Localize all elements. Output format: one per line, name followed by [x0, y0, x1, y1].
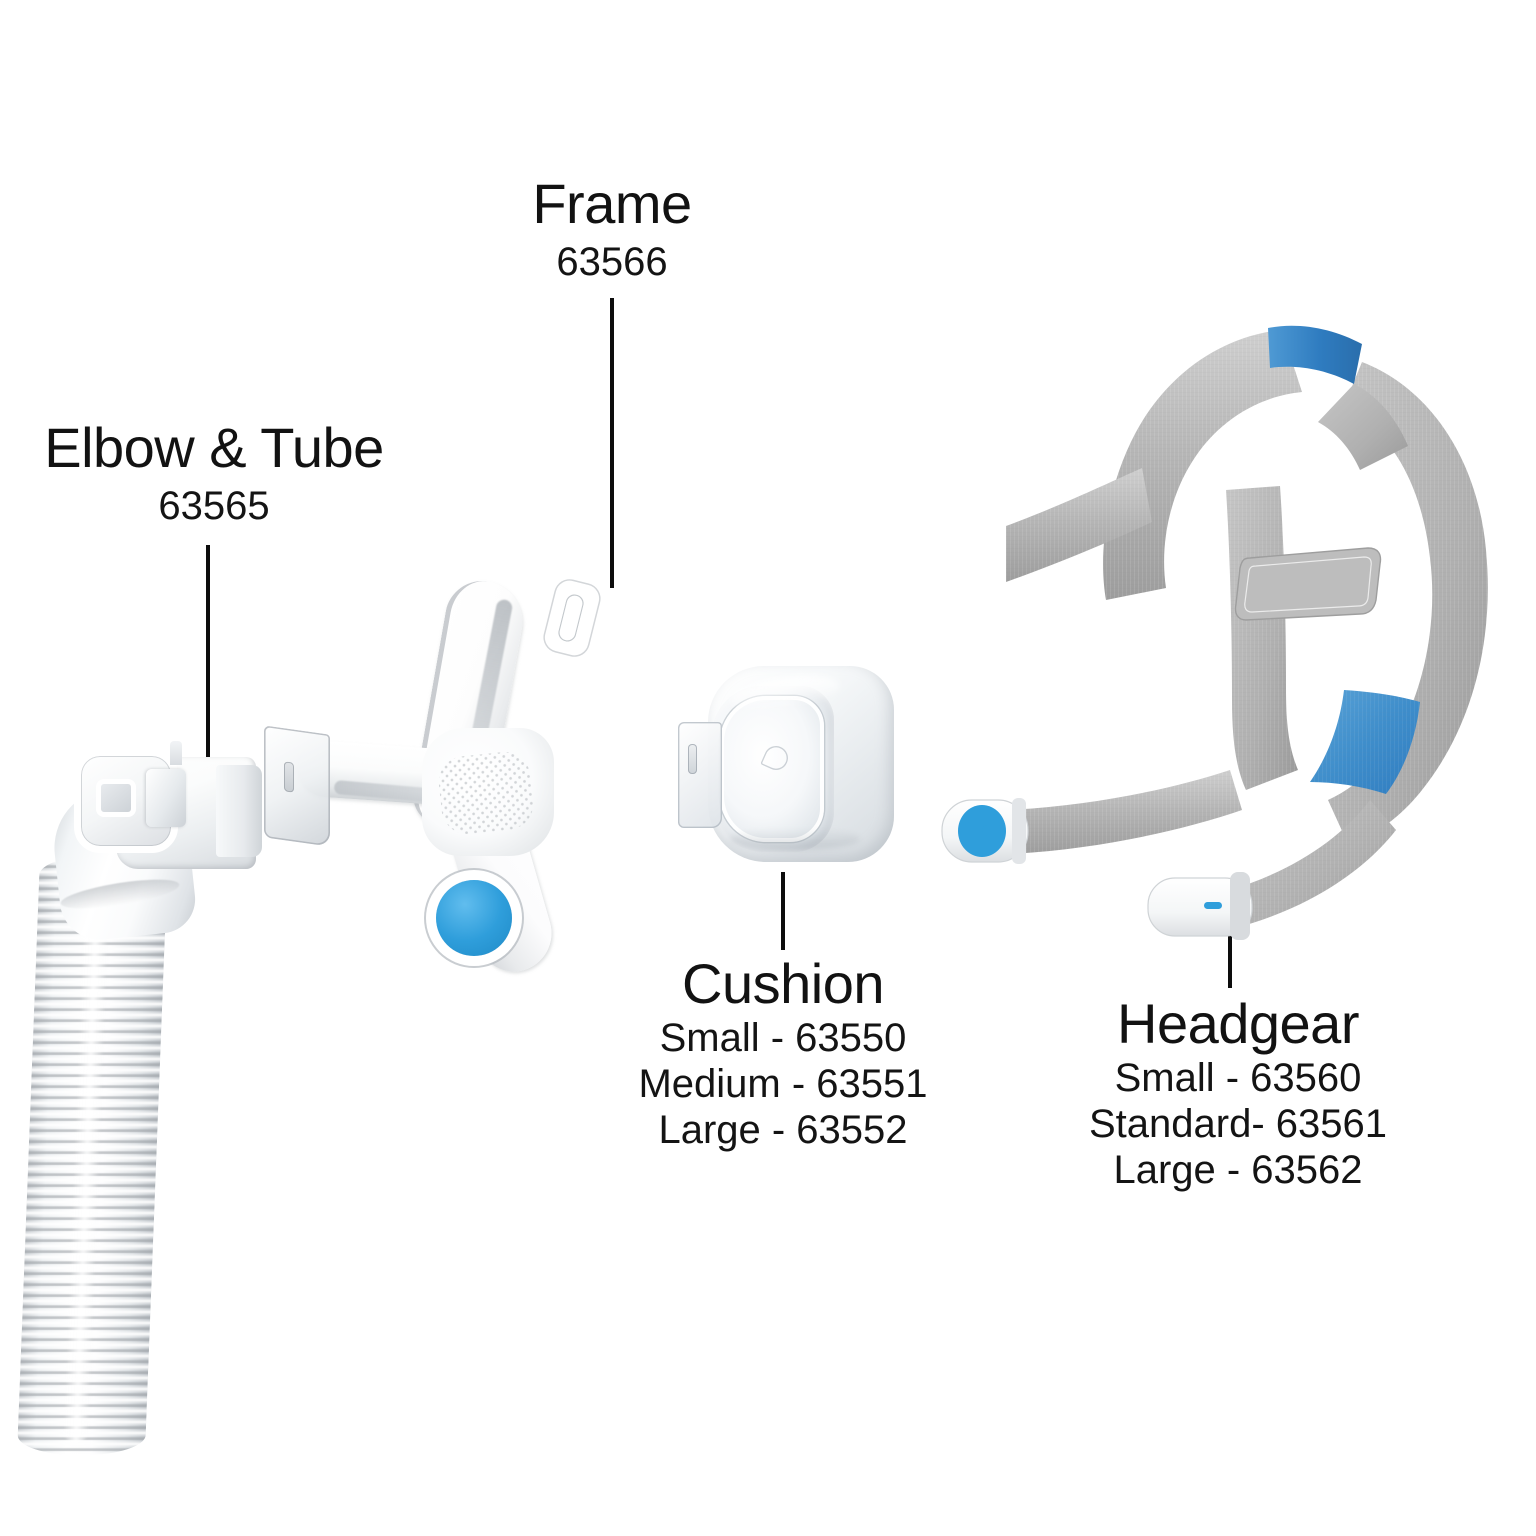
tube-graphic	[16, 855, 190, 1455]
frame-label: Frame	[532, 172, 692, 235]
headgear-size-standard: Standard- 63561	[1088, 1102, 1387, 1146]
cushion-size-large: Large - 63552	[658, 1108, 908, 1152]
headgear-rear-blue-panel	[1310, 690, 1420, 794]
headgear-illustration	[930, 300, 1530, 950]
elbow-side-body	[216, 765, 262, 857]
headgear-crown-blue-accent	[1268, 325, 1362, 384]
headgear-size-list: Small - 63560 Standard- 63561 Large - 63…	[1028, 1058, 1448, 1190]
elbow-top-tab	[170, 741, 182, 765]
headgear-center-vertical-strap	[1226, 486, 1298, 790]
frame-textured-panel	[436, 749, 536, 837]
cushion-illustration	[672, 652, 922, 892]
leader-line-frame	[610, 298, 614, 588]
headgear-upper-right-strap	[1318, 384, 1408, 470]
leader-line-elbow-tube	[206, 545, 210, 777]
callout-headgear: Headgear Small - 63560 Standard- 63561 L…	[1028, 992, 1448, 1191]
headgear-crown-strap	[1103, 330, 1302, 600]
frame-code: 63566	[556, 240, 668, 284]
headgear-velcro-tab	[1234, 547, 1382, 621]
headgear-lower-right-strap	[1230, 800, 1396, 928]
frame-illustration	[262, 575, 662, 998]
headgear-size-small: Small - 63560	[1114, 1056, 1362, 1100]
frame-blue-button	[436, 880, 512, 956]
elbow-release-clip	[146, 769, 186, 827]
cushion-size-medium: Medium - 63551	[638, 1062, 928, 1106]
callout-elbow-tube: Elbow & Tube 63565	[4, 416, 424, 528]
elbow-tube-label: Elbow & Tube	[44, 416, 384, 479]
leader-line-cushion	[781, 872, 785, 950]
frame-center-hub	[422, 728, 554, 856]
cushion-frame-clip	[678, 722, 722, 828]
cushion-label: Cushion	[682, 952, 884, 1015]
frame-elbow-connector	[264, 725, 330, 847]
headgear-label: Headgear	[1117, 992, 1359, 1055]
frame-connector-slot	[284, 761, 294, 793]
headgear-lower-left-strap	[1008, 770, 1242, 854]
headgear-left-clip	[941, 798, 1029, 864]
elbow-tube-illustration	[16, 735, 320, 1455]
cushion-size-list: Small - 63550 Medium - 63551 Large - 635…	[578, 1018, 988, 1150]
cushion-size-small: Small - 63550	[659, 1016, 907, 1060]
headgear-rear-strap	[1328, 362, 1488, 844]
callout-frame: Frame 63566	[402, 172, 822, 284]
headgear-right-clip	[1147, 872, 1253, 940]
callout-cushion: Cushion Small - 63550 Medium - 63551 Lar…	[578, 952, 988, 1151]
headgear-size-large: Large - 63562	[1113, 1148, 1363, 1192]
leader-line-headgear	[1228, 918, 1232, 988]
cushion-bottom-shadow	[730, 828, 860, 850]
elbow-vent-port	[96, 779, 136, 817]
headgear-left-temple-strap	[1006, 468, 1152, 582]
cushion-clip-slot	[688, 744, 697, 774]
elbow-tube-code: 63565	[158, 484, 270, 528]
